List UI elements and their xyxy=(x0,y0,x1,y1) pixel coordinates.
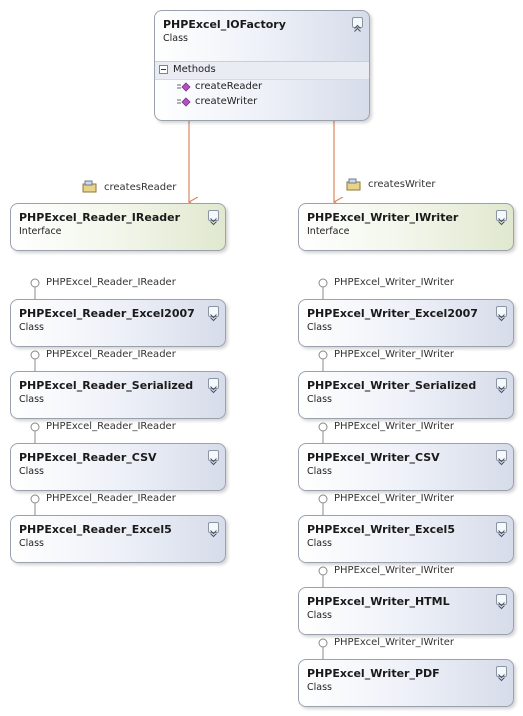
class-kind: Class xyxy=(307,466,332,477)
expand-chevron-icon[interactable] xyxy=(208,306,219,322)
method-icon xyxy=(177,96,191,107)
implements-label: PHPExcel_Reader_IReader xyxy=(46,421,176,432)
class-title: PHPExcel_Reader_Serialized xyxy=(19,379,194,392)
collapse-section-icon[interactable] xyxy=(159,65,168,74)
method-item[interactable]: createWriter xyxy=(177,96,257,108)
factory-class-box[interactable]: PHPExcel_IOFactory Class Methods createR… xyxy=(154,10,370,121)
factory-class-title: PHPExcel_IOFactory xyxy=(163,18,286,31)
expand-chevron-icon[interactable] xyxy=(208,522,219,538)
implements-label: PHPExcel_Reader_IReader xyxy=(46,493,176,504)
method-item[interactable]: createReader xyxy=(177,81,262,93)
class-title: PHPExcel_Writer_Serialized xyxy=(307,379,477,392)
reader-interface-kind: Interface xyxy=(19,226,62,237)
class-kind: Class xyxy=(307,610,332,621)
class-kind: Class xyxy=(307,682,332,693)
association-icon xyxy=(82,180,97,193)
interface-lollipop-icon xyxy=(318,494,328,504)
interface-lollipop-icon xyxy=(318,278,328,288)
reader-interface-box[interactable]: PHPExcel_Reader_IReader Interface xyxy=(10,203,226,251)
interface-lollipop-icon xyxy=(318,422,328,432)
class-title: PHPExcel_Reader_Excel5 xyxy=(19,523,172,536)
class-kind: Class xyxy=(307,394,332,405)
method-name: createReader xyxy=(195,81,263,92)
class-title: PHPExcel_Reader_CSV xyxy=(19,451,157,464)
class-title: PHPExcel_Writer_Excel2007 xyxy=(307,307,478,320)
creates-writer-label: createsWriter xyxy=(368,179,436,190)
expand-chevron-icon[interactable] xyxy=(496,594,507,610)
class-kind: Class xyxy=(307,322,332,333)
class-kind: Class xyxy=(19,538,44,549)
factory-class-kind: Class xyxy=(163,33,188,44)
class-kind: Class xyxy=(19,466,44,477)
creates-reader-label: createsReader xyxy=(104,182,177,193)
expand-chevron-icon[interactable] xyxy=(496,210,507,226)
implements-connectors xyxy=(30,278,328,659)
reader-interface-title: PHPExcel_Reader_IReader xyxy=(19,211,181,224)
implements-label: PHPExcel_Writer_IWriter xyxy=(334,421,455,432)
writer-interface-title: PHPExcel_Writer_IWriter xyxy=(307,211,459,224)
class-box[interactable]: PHPExcel_Writer_PDF Class xyxy=(298,659,514,707)
writer-interface-kind: Interface xyxy=(307,226,350,237)
association-icon xyxy=(346,178,361,191)
class-title: PHPExcel_Writer_HTML xyxy=(307,595,450,608)
methods-section-header[interactable]: Methods xyxy=(155,61,369,80)
expand-chevron-icon[interactable] xyxy=(208,210,219,226)
implements-label: PHPExcel_Writer_IWriter xyxy=(334,277,455,288)
interface-lollipop-icon xyxy=(30,494,40,504)
implements-label: PHPExcel_Writer_IWriter xyxy=(334,493,455,504)
interface-lollipop-icon xyxy=(30,422,40,432)
implements-label: PHPExcel_Writer_IWriter xyxy=(334,637,455,648)
expand-chevron-icon[interactable] xyxy=(496,522,507,538)
collapse-chevron-icon[interactable] xyxy=(352,17,363,32)
class-title: PHPExcel_Writer_Excel5 xyxy=(307,523,455,536)
expand-chevron-icon[interactable] xyxy=(496,450,507,466)
class-title: PHPExcel_Reader_Excel2007 xyxy=(19,307,195,320)
expand-chevron-icon[interactable] xyxy=(208,450,219,466)
class-kind: Class xyxy=(19,322,44,333)
implements-label: PHPExcel_Writer_IWriter xyxy=(334,565,455,576)
writer-interface-box[interactable]: PHPExcel_Writer_IWriter Interface xyxy=(298,203,514,251)
interface-lollipop-icon xyxy=(30,350,40,360)
interface-lollipop-icon xyxy=(30,278,40,288)
expand-chevron-icon[interactable] xyxy=(496,666,507,682)
expand-chevron-icon[interactable] xyxy=(208,378,219,394)
interface-lollipop-icon xyxy=(318,638,328,648)
class-box[interactable]: PHPExcel_Reader_CSV Class xyxy=(10,443,226,491)
class-kind: Class xyxy=(19,394,44,405)
expand-chevron-icon[interactable] xyxy=(496,378,507,394)
implements-label: PHPExcel_Reader_IReader xyxy=(46,277,176,288)
expand-chevron-icon[interactable] xyxy=(496,306,507,322)
method-icon xyxy=(177,81,191,92)
interface-lollipop-icon xyxy=(318,566,328,576)
implements-label: PHPExcel_Writer_IWriter xyxy=(334,349,455,360)
methods-section-label: Methods xyxy=(173,64,216,75)
class-title: PHPExcel_Writer_CSV xyxy=(307,451,440,464)
interface-lollipop-icon xyxy=(318,350,328,360)
class-kind: Class xyxy=(307,538,332,549)
class-title: PHPExcel_Writer_PDF xyxy=(307,667,440,680)
class-box[interactable]: PHPExcel_Writer_CSV Class xyxy=(298,443,514,491)
class-box[interactable]: PHPExcel_Writer_HTML Class xyxy=(298,587,514,635)
implements-label: PHPExcel_Reader_IReader xyxy=(46,349,176,360)
method-name: createWriter xyxy=(195,96,258,107)
